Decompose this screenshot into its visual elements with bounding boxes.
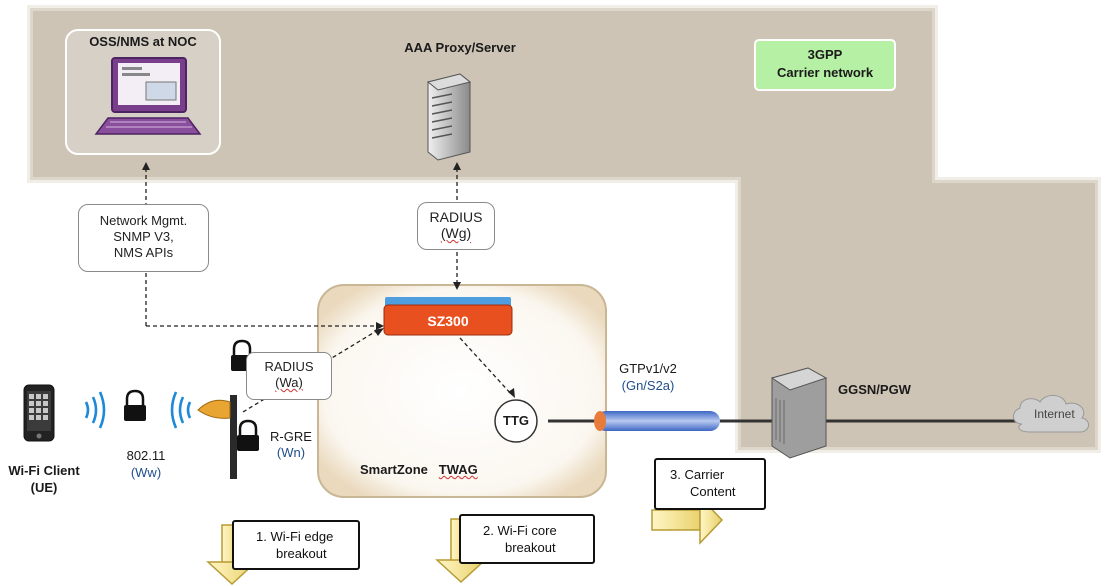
carrier-line1: 3GPP (807, 47, 843, 62)
smartzone-left: SmartZone (360, 462, 428, 477)
ggsn-label: GGSN/PGW (838, 382, 911, 397)
client-line2: (UE) (30, 480, 58, 495)
cloud-icon (1013, 395, 1089, 433)
chassis-router-icon (770, 367, 828, 459)
ttg-label: TTG (503, 413, 529, 428)
wifi-line1: 802.11 (126, 448, 166, 463)
wifi-waves-icon (84, 391, 192, 429)
nms-line2: SNMP V3, (113, 229, 174, 244)
radius-wg-line2: (Wg) (440, 225, 472, 241)
breakout1-line2: breakout (276, 546, 327, 561)
ttg-node (494, 399, 538, 443)
rgre-label: R-GRE (Wn) (266, 429, 316, 461)
carrier-line2: Carrier network (776, 65, 874, 80)
rgre-line1: R-GRE (270, 429, 312, 444)
breakout-callout-2: 2. Wi-Fi core breakout (459, 514, 595, 564)
sz300-device (383, 297, 513, 336)
network-mgmt-box: Network Mgmt. SNMP V3, NMS APIs (78, 204, 209, 272)
rgre-line2: (Wn) (276, 445, 306, 460)
breakout2-line2: breakout (505, 540, 556, 555)
carrier-network-label: 3GPP Carrier network (755, 46, 895, 82)
smartphone-icon (23, 384, 55, 442)
internet-label: Internet (1034, 407, 1075, 421)
padlock-icon (124, 339, 259, 451)
sz300-label: SZ300 (427, 313, 469, 329)
breakout-callout-3: 3. Carrier Content (654, 458, 766, 510)
radius-wa-line2: (Wa) (275, 375, 303, 390)
wifi-label: 802.11 (Ww) (116, 447, 176, 481)
breakout-callout-1: 1. Wi-Fi edge breakout (232, 520, 360, 570)
aaa-label: AAA Proxy/Server (404, 40, 516, 55)
gtp-line2: (Gn/S2a) (621, 378, 675, 393)
radius-wg-line1: RADIUS (429, 209, 483, 225)
gtp-tunnel (596, 411, 720, 431)
client-line1: Wi-Fi Client (8, 463, 80, 478)
wifi-line2: (Ww) (130, 465, 162, 480)
breakout1-line1: 1. Wi-Fi edge (256, 529, 334, 544)
breakout3-line2: Content (690, 484, 736, 499)
smartzone-label: SmartZone TWAG (360, 462, 478, 477)
radius-wa-box: RADIUS (Wa) (246, 352, 332, 400)
server-tower-icon (426, 73, 472, 161)
nms-line3: NMS APIs (113, 245, 174, 260)
breakout2-line1: 2. Wi-Fi core (483, 523, 557, 538)
radius-wg-box: RADIUS (Wg) (417, 202, 495, 250)
carrier-network-badge (754, 39, 896, 91)
oss-nms-label: OSS/NMS at NOC (89, 34, 197, 49)
monitor-keyboard-icon (94, 57, 202, 135)
access-point-icon (197, 395, 237, 479)
smartzone-right: TWAG (438, 462, 478, 477)
gtp-label: GTPv1/v2 (Gn/S2a) (608, 360, 688, 394)
radius-wa-line1: RADIUS (264, 359, 314, 374)
breakout3-line1: 3. Carrier (670, 467, 725, 482)
gtp-line1: GTPv1/v2 (619, 361, 677, 376)
nms-line1: Network Mgmt. (99, 213, 188, 228)
client-label: Wi-Fi Client (UE) (4, 462, 84, 496)
